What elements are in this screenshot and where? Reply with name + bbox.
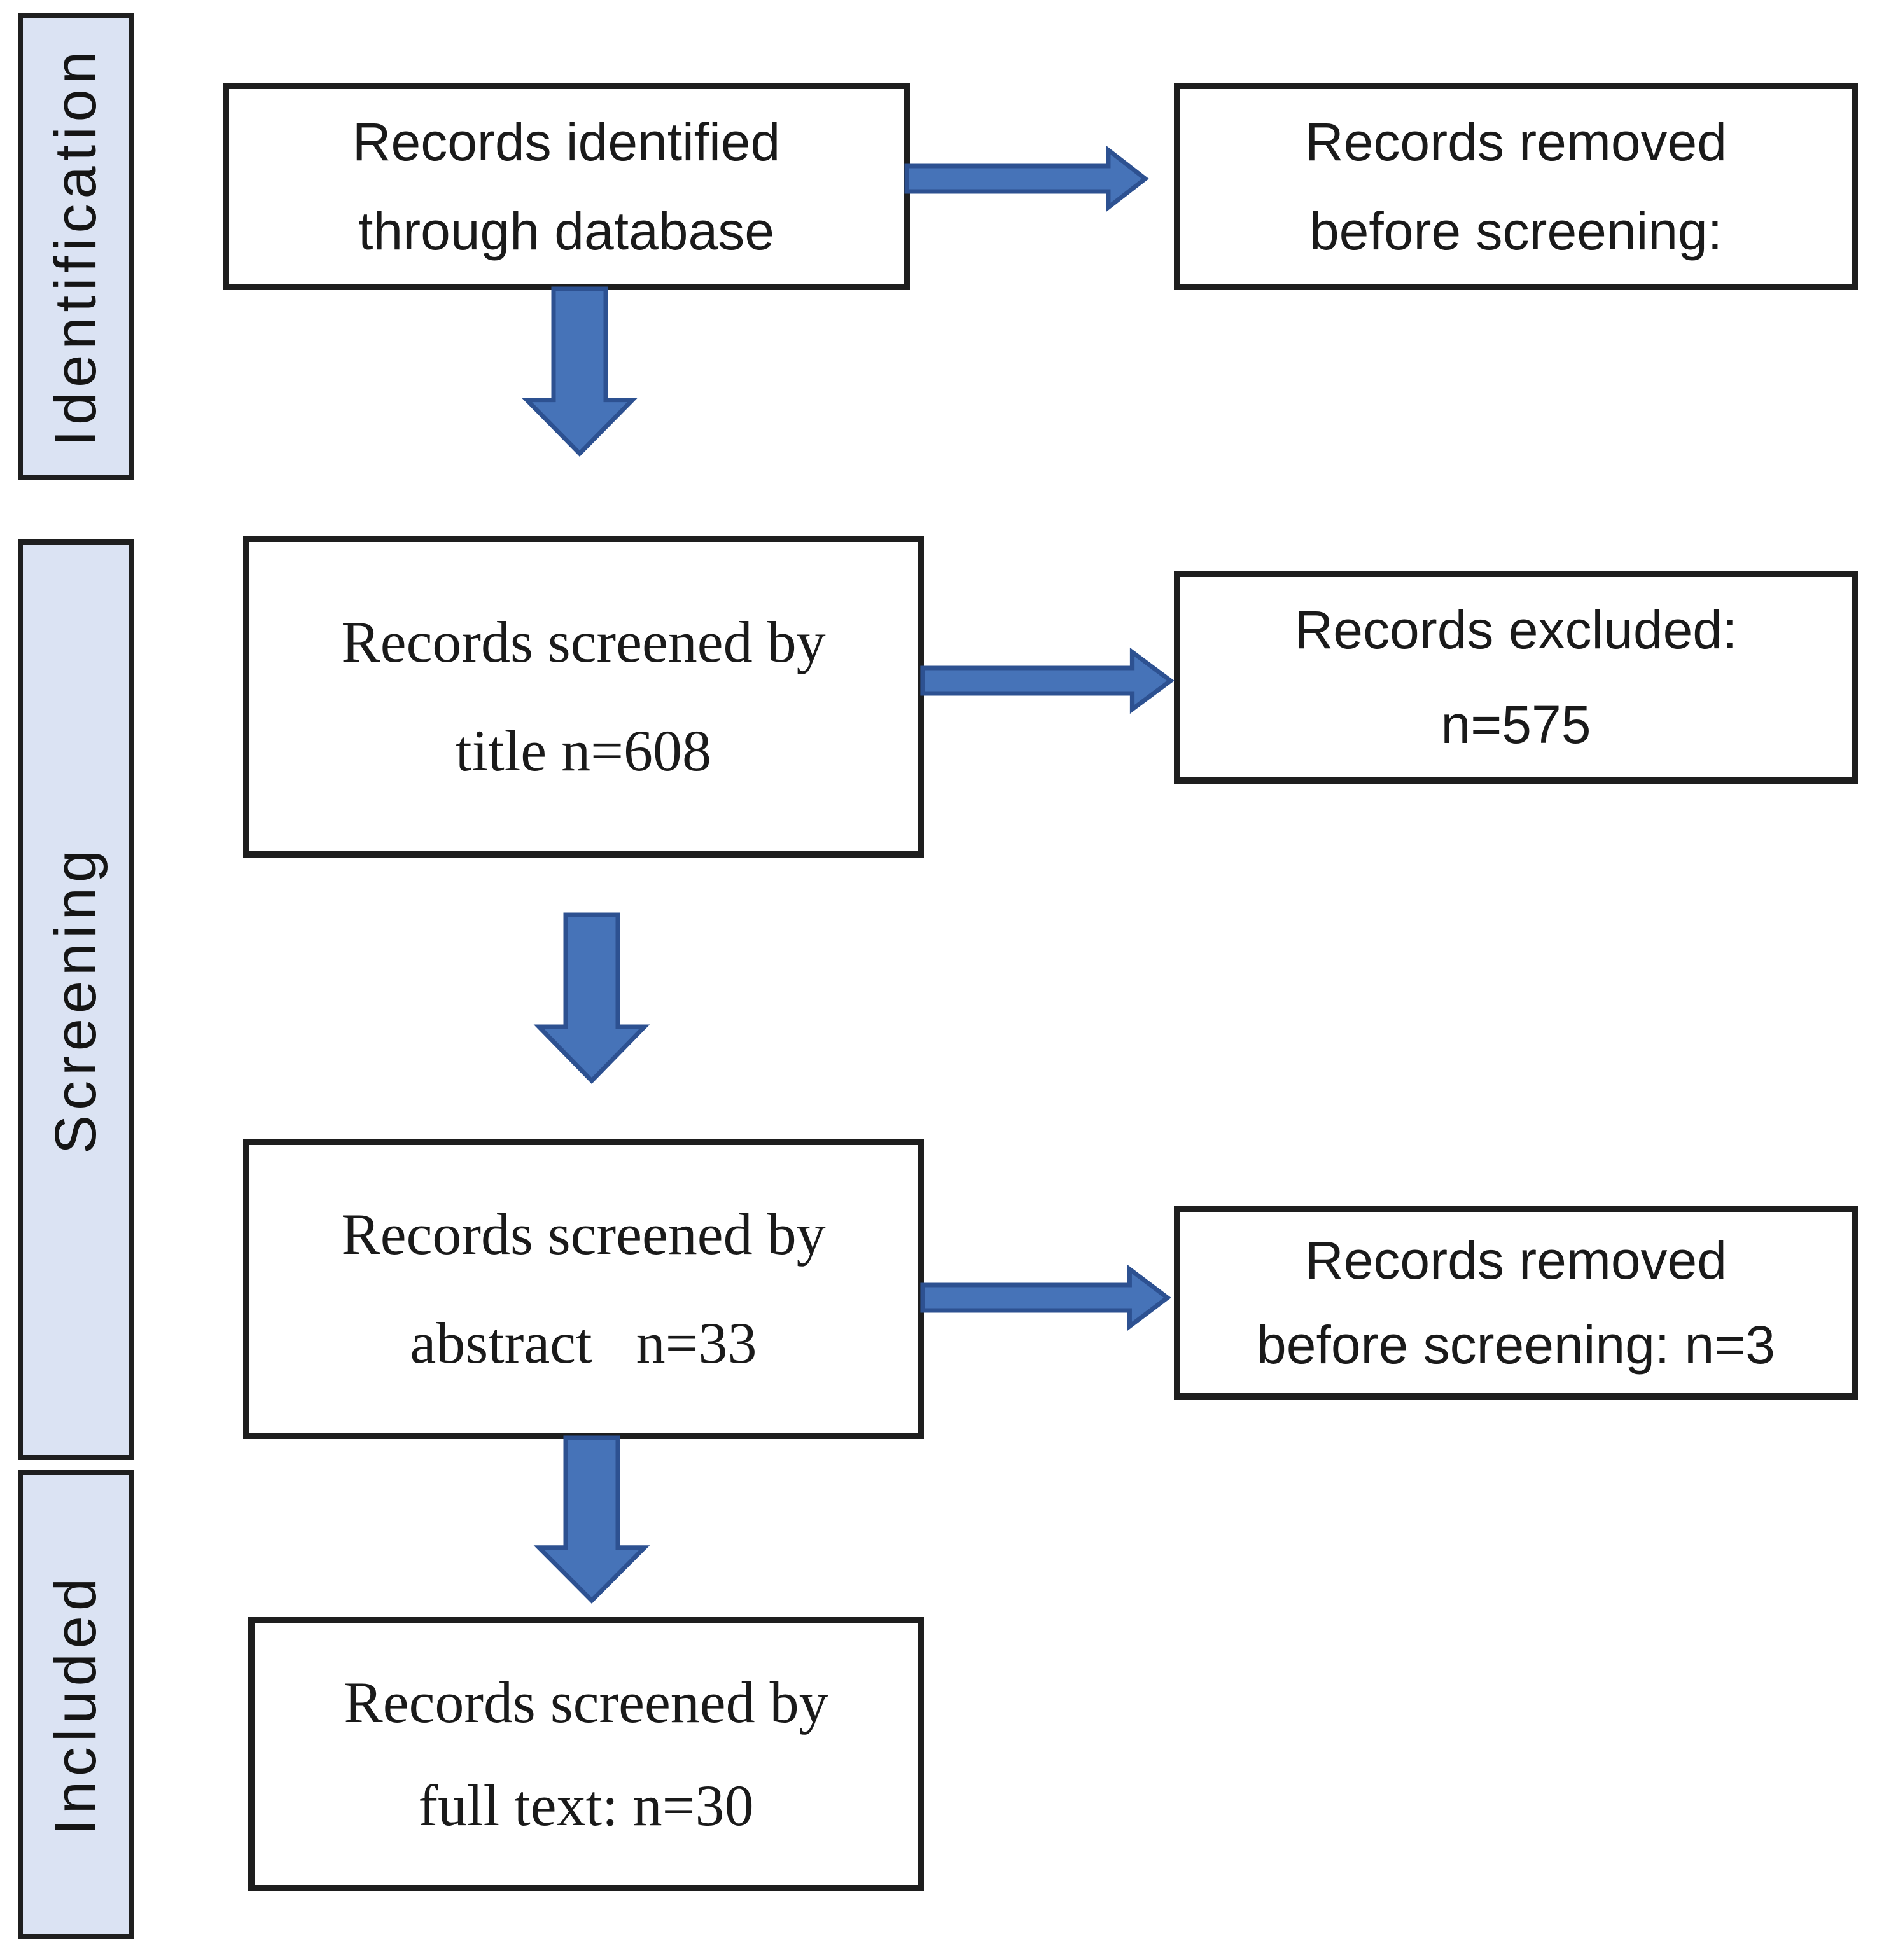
box-removed-before-screening-2-line1: Records removed [1305,1230,1727,1291]
box-screened-by-title-line1: Records screened by [341,609,826,674]
stage-screening: Screening [18,539,134,1460]
box-records-excluded: Records excluded: n=575 [1174,571,1858,784]
box-screened-by-abstract-line2: abstract n=33 [410,1310,757,1375]
box-removed-before-screening-2-line2: before screening: n=3 [1257,1314,1775,1375]
box-screened-by-fulltext-line1: Records screened by [344,1670,828,1735]
box-removed-before-screening-line1: Records removed [1305,111,1727,172]
box-records-identified-line2: through database [358,201,774,261]
box-screened-by-abstract-line1: Records screened by [341,1201,826,1267]
box-screened-by-title: Records screened by title n=608 [243,536,924,858]
box-screened-by-fulltext: Records screened by full text: n=30 [248,1617,924,1891]
box-removed-before-screening-line2: before screening: [1309,201,1723,261]
stage-included-label: Included [43,1573,108,1835]
stage-screening-label: Screening [43,845,108,1155]
box-screened-by-abstract: Records screened by abstract n=33 [243,1139,924,1439]
arrow-down-abstract-to-fulltext [533,1435,650,1604]
stage-included: Included [18,1470,134,1939]
arrow-right-identified-to-removed [904,145,1149,212]
box-removed-before-screening-2: Records removed before screening: n=3 [1174,1206,1858,1400]
arrow-down-title-to-abstract [533,912,650,1084]
arrow-right-abstract-to-removed [920,1264,1171,1331]
arrow-right-title-to-excluded [920,647,1175,714]
box-records-excluded-line2: n=575 [1441,694,1591,754]
box-records-identified-line1: Records identified [352,111,781,172]
box-removed-before-screening: Records removed before screening: [1174,83,1858,290]
box-records-excluded-line1: Records excluded: [1294,600,1738,660]
arrow-down-identified-to-title [521,286,638,457]
stage-identification-label: Identification [43,46,108,447]
stage-identification: Identification [18,13,134,480]
box-screened-by-title-line2: title n=608 [456,718,711,783]
box-records-identified: Records identified through database [223,83,910,290]
box-screened-by-fulltext-line2: full text: n=30 [418,1772,754,1838]
